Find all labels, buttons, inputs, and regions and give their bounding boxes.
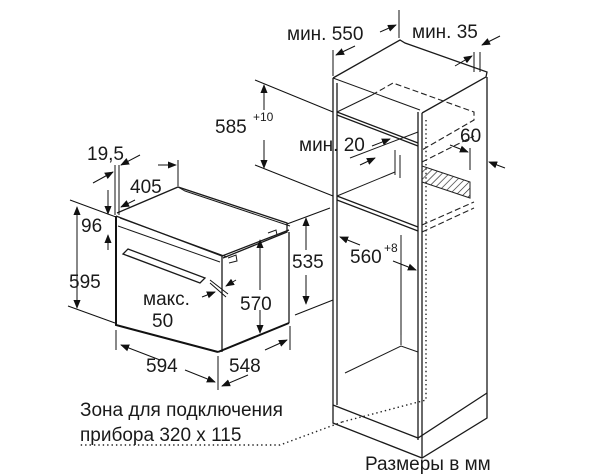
label-min-front-gap: мин. 20 bbox=[299, 135, 365, 156]
label-side-gap: 19,5 bbox=[87, 144, 124, 165]
label-cabinet-min-depth: мин. 550 bbox=[287, 24, 363, 45]
label-total-height: 595 bbox=[69, 272, 101, 293]
cabinet-drawing bbox=[80, 39, 488, 459]
label-oven-depth: 548 bbox=[229, 356, 261, 377]
oven-dimensions bbox=[67, 154, 334, 390]
label-body-height-rear: 535 bbox=[292, 252, 324, 273]
label-niche-height-tol: +10 bbox=[253, 110, 274, 124]
label-niche-width-tol: +8 bbox=[384, 241, 398, 255]
labels: 19,5 405 96 595 макс. 50 570 535 594 548… bbox=[69, 22, 491, 475]
note-connection-zone-1: Зона для подключения bbox=[80, 400, 283, 421]
label-oven-depth-top: 405 bbox=[130, 177, 162, 198]
label-max-value: 50 bbox=[152, 311, 173, 332]
label-body-height: 570 bbox=[240, 294, 272, 315]
label-oven-width: 594 bbox=[146, 356, 178, 377]
label-niche-width: 560 bbox=[350, 247, 382, 268]
label-vent-depth: 60 bbox=[460, 126, 481, 147]
label-max-text: макс. bbox=[143, 289, 190, 310]
label-niche-height: 585 bbox=[215, 117, 247, 138]
note-connection-zone-2: прибора 320 x 115 bbox=[80, 425, 241, 446]
label-cabinet-min-rear-gap: мин. 35 bbox=[412, 22, 478, 43]
note-units: Размеры в мм bbox=[365, 454, 491, 475]
cabinet-dimensions bbox=[254, 10, 506, 335]
oven-drawing bbox=[115, 186, 291, 353]
label-panel-height: 96 bbox=[81, 216, 102, 237]
